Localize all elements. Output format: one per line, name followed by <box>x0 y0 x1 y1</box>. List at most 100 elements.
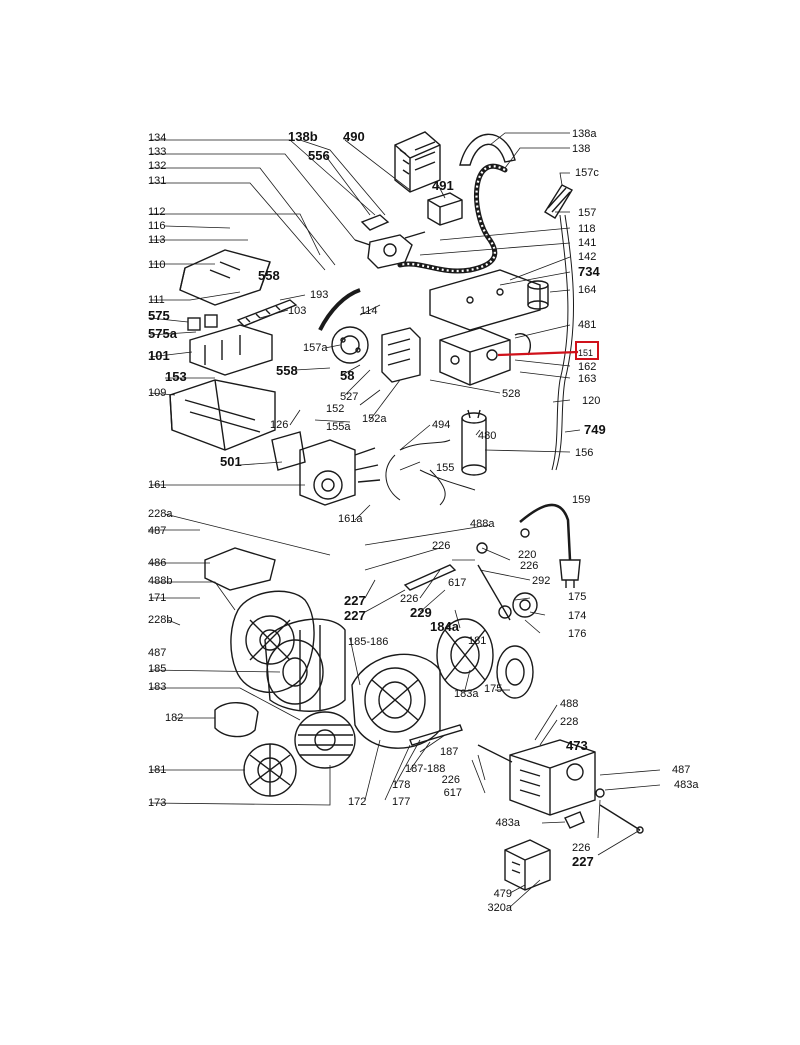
part-label-171: 171 <box>148 592 166 604</box>
part-label-490: 490 <box>343 129 365 144</box>
part-label-152: 152 <box>326 403 344 415</box>
part-label-575: 575 <box>148 308 170 323</box>
part-486-motor-mount <box>204 547 276 591</box>
part-label-488b: 488b <box>148 575 172 587</box>
part-label-486: 486 <box>148 557 166 569</box>
part-label-556: 556 <box>308 148 330 163</box>
part-473-motor <box>509 739 596 816</box>
part-161-pump <box>299 439 381 506</box>
part-176-pulley <box>498 592 538 619</box>
part-label-164: 164 <box>578 284 596 296</box>
part-labels: 134133132131112116113110111575575a101153… <box>148 128 699 914</box>
part-label-185: 185 <box>148 663 166 675</box>
part-157a-pressure-switch <box>331 326 369 364</box>
part-label-103: 103 <box>288 305 306 317</box>
part-label-157: 157 <box>578 207 596 219</box>
part-label-118: 118 <box>578 223 596 235</box>
part-label-161: 161 <box>148 479 166 491</box>
part-label-184a: 184a <box>430 619 460 634</box>
part-501-bracket <box>271 431 306 471</box>
highlight-box-151 <box>575 341 599 360</box>
part-label-182: 182 <box>165 712 183 724</box>
part-label-120: 120 <box>582 395 600 407</box>
part-label-114: 114 <box>360 305 378 317</box>
part-label-617: 617 <box>448 577 466 589</box>
part-label-116: 116 <box>148 220 166 232</box>
part-label-494: 494 <box>432 419 450 431</box>
part-label-142: 142 <box>578 251 596 263</box>
part-label-483a: 483a <box>496 817 521 829</box>
part-181-end-shield <box>243 743 297 797</box>
part-label-138a: 138a <box>572 128 597 140</box>
part-159-plug <box>559 559 581 588</box>
part-227-rod <box>599 804 644 834</box>
part-label-479: 479 <box>494 888 512 900</box>
part-label-172: 172 <box>348 796 366 808</box>
part-label-161a: 161a <box>338 513 363 525</box>
part-103-grille <box>236 299 298 327</box>
part-178-brush <box>409 724 463 746</box>
part-label-153: 153 <box>165 369 187 384</box>
part-617-shaft <box>403 564 457 591</box>
part-label-58: 58 <box>340 368 354 383</box>
part-617-motor-shaft <box>477 744 513 763</box>
part-label-487: 487 <box>148 525 166 537</box>
part-label-177: 177 <box>392 796 410 808</box>
part-label-749: 749 <box>584 422 606 437</box>
part-label-134: 134 <box>148 132 166 144</box>
part-label-226: 226 <box>442 774 460 786</box>
part-label-483a: 483a <box>674 779 699 791</box>
part-label-488a: 488a <box>470 518 495 530</box>
part-label-193: 193 <box>310 289 328 301</box>
part-label-228: 228 <box>560 716 578 728</box>
part-label-473: 473 <box>566 738 588 753</box>
part-label-181: 181 <box>468 635 486 647</box>
part-label-183a: 183a <box>454 688 479 700</box>
part-label-109: 109 <box>148 387 166 399</box>
part-label-617: 617 <box>444 787 462 799</box>
part-illustrations <box>169 131 644 891</box>
part-138a-bracket <box>459 133 516 166</box>
part-label-113: 113 <box>148 234 166 246</box>
part-label-132: 132 <box>148 160 166 172</box>
part-label-227: 227 <box>344 593 366 608</box>
part-label-131: 131 <box>148 175 166 187</box>
part-label-133: 133 <box>148 146 166 158</box>
part-label-178: 178 <box>392 779 410 791</box>
part-label-187: 187 <box>440 746 458 758</box>
part-181-shield-right <box>436 618 494 692</box>
part-label-141: 141 <box>578 237 596 249</box>
part-152-programmer <box>381 327 421 383</box>
part-label-112: 112 <box>148 206 166 218</box>
part-488b-motor-shield <box>230 590 315 694</box>
part-556-bracket <box>360 214 390 231</box>
part-292-shaft <box>477 564 511 621</box>
part-label-292: 292 <box>532 575 550 587</box>
part-label-320a: 320a <box>488 902 513 914</box>
part-label-491: 491 <box>432 178 454 193</box>
part-575 <box>187 314 218 331</box>
part-label-220: 220 <box>518 549 536 561</box>
part-label-174: 174 <box>568 610 586 622</box>
part-483a-terminal <box>564 811 585 829</box>
part-label-138b: 138b <box>288 129 318 144</box>
part-101-dispenser <box>189 324 273 376</box>
part-label-558: 558 <box>258 268 280 283</box>
part-label-558: 558 <box>276 363 298 378</box>
part-185-186-stator <box>351 653 441 749</box>
part-172-rotor <box>294 711 356 769</box>
part-155-wiring <box>385 439 476 506</box>
part-479-brush-holder <box>504 839 551 891</box>
part-label-226: 226 <box>520 560 538 572</box>
part-138-hose-inner <box>399 165 506 273</box>
part-label-227: 227 <box>572 854 594 869</box>
part-157c <box>544 184 574 471</box>
part-label-175: 175 <box>484 683 502 695</box>
part-182-shield <box>214 702 259 738</box>
part-label-734: 734 <box>578 264 600 279</box>
part-558-hose <box>318 288 361 331</box>
part-label-156: 156 <box>575 447 593 459</box>
part-label-152a: 152a <box>362 413 387 425</box>
